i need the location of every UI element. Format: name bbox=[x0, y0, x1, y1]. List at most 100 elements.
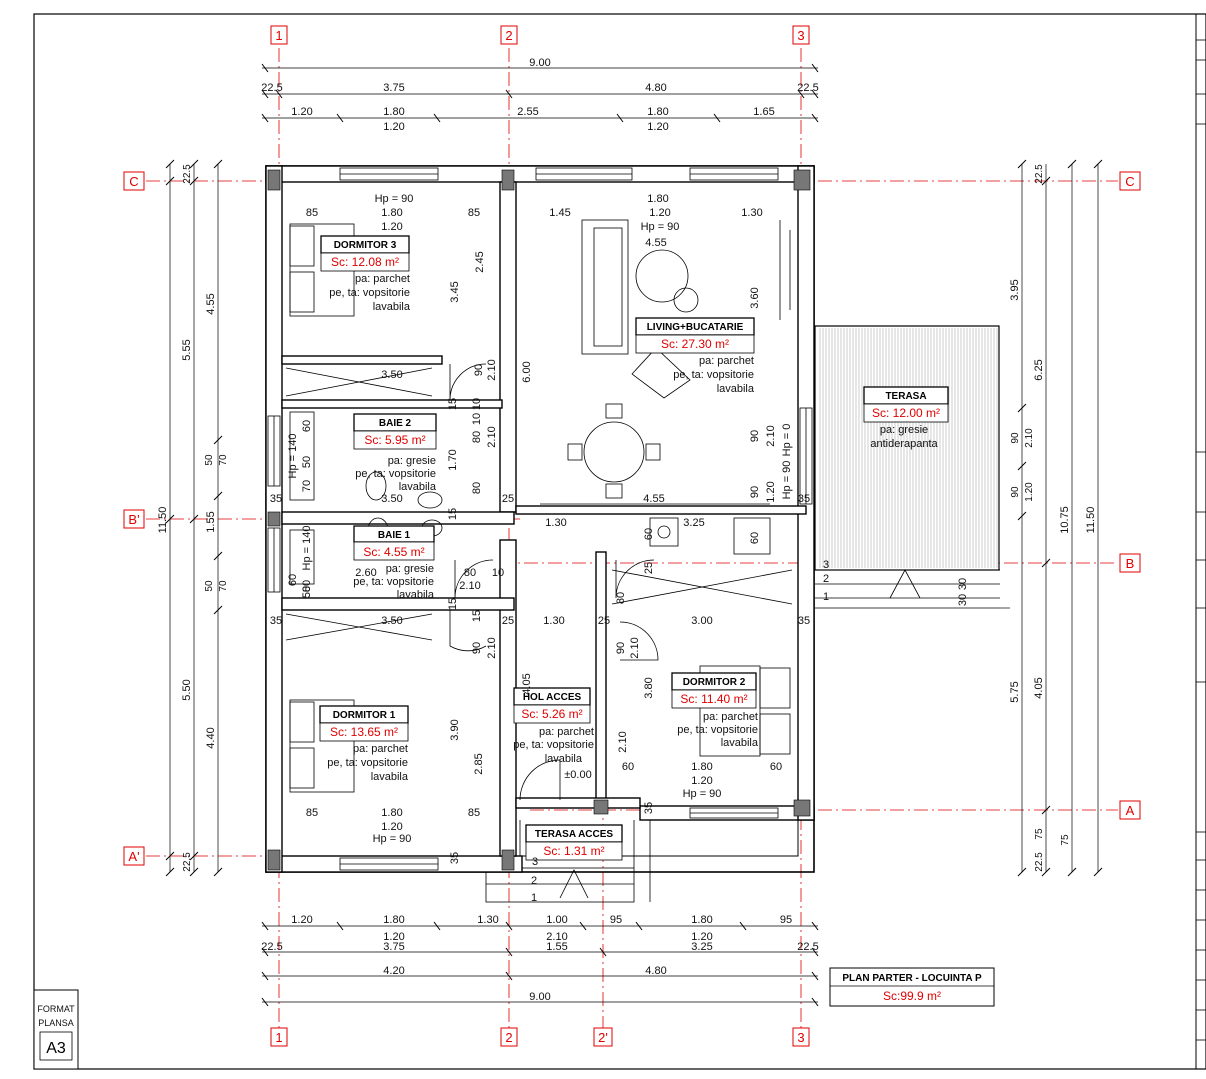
dim-text: 1.80 bbox=[383, 914, 404, 926]
dim-text: 1.20 bbox=[1024, 482, 1035, 502]
dim-text: 22.5 bbox=[797, 941, 818, 953]
room-baie-2: BAIE 2 Sc: 5.95 m² pa: gresie pe, ta: vo… bbox=[353, 413, 437, 493]
dim-text: 1.20 bbox=[383, 121, 404, 133]
dim-text: 1.80 bbox=[383, 106, 404, 118]
room-finish: pe, ta: vopsitorie bbox=[327, 757, 408, 769]
interior-dim-text: Hp = 140 bbox=[301, 526, 313, 571]
room-finish: lavabila bbox=[717, 383, 755, 395]
interior-dim-text: 3.50 bbox=[381, 369, 402, 381]
interior-dim-text: Hp = 90 bbox=[373, 833, 412, 845]
interior-dim-text: 1.30 bbox=[741, 207, 762, 219]
room-area: Sc: 13.65 m² bbox=[330, 725, 398, 739]
room-dormitor-2: DORMITOR 2 Sc: 11.40 m² pa: parchet pe, … bbox=[671, 672, 759, 749]
interior-dim-text: 1.30 bbox=[543, 615, 564, 627]
room-terasa-acces: TERASA ACCES Sc: 1.31 m² bbox=[525, 824, 623, 861]
interior-dim-text: 1.80 bbox=[381, 807, 402, 819]
interior-dim-text: 15 bbox=[447, 398, 459, 410]
room-name: DORMITOR 2 bbox=[683, 677, 746, 688]
room-area: Sc: 1.31 m² bbox=[543, 844, 604, 858]
room-finish: pe, ta: vopsitorie bbox=[673, 369, 754, 381]
room-finish: lavabila bbox=[721, 737, 759, 749]
dim-text: 11.50 bbox=[157, 507, 169, 534]
interior-dim-text: 10 bbox=[471, 413, 483, 425]
dim-text: 22.5 bbox=[1034, 852, 1045, 872]
axis-left-ap: A' bbox=[123, 846, 145, 866]
axis-labels: 1 2 3 1 2 2' 3 C B' A' C B A bbox=[123, 25, 1141, 1047]
dim-text: 22.5 bbox=[1034, 164, 1045, 184]
interior-dim-text: 4.55 bbox=[645, 237, 666, 249]
interior-dim-text: Hp = 90 bbox=[375, 193, 414, 205]
dim-text: 1.80 bbox=[647, 106, 668, 118]
interior-dim-text: 35 bbox=[449, 852, 461, 864]
room-finish: pe, ta: vopsitorie bbox=[355, 468, 436, 480]
interior-dim-text: 85 bbox=[306, 207, 318, 219]
room-finish: pa: parchet bbox=[699, 355, 754, 367]
interior-dim-text: Hp = 90 bbox=[683, 788, 722, 800]
room-name: LIVING+BUCATARIE bbox=[647, 322, 744, 333]
axis-label: 3 bbox=[797, 1030, 804, 1045]
interior-dim-text: 2.10 bbox=[629, 637, 641, 658]
axis-label: B' bbox=[128, 512, 139, 527]
room-area: Sc: 5.95 m² bbox=[364, 433, 425, 447]
interior-dim-text: 1.20 bbox=[381, 221, 402, 233]
room-area: Sc: 12.00 m² bbox=[872, 406, 940, 420]
interior-dim-text: Hp = 140 bbox=[287, 434, 299, 479]
interior-dim-text: 1.20 bbox=[649, 207, 670, 219]
room-living-bucatarie: LIVING+BUCATARIE Sc: 27.30 m² pa: parche… bbox=[635, 317, 755, 395]
dim-text: 22.5 bbox=[182, 852, 193, 872]
interior-dim-text: Hp = 90 bbox=[641, 221, 680, 233]
interior-dim-text: 2 bbox=[823, 573, 829, 585]
interior-dim-text: Hp = 0 bbox=[781, 424, 793, 457]
dim-text: 3.75 bbox=[383, 941, 404, 953]
interior-dim-text: 60 bbox=[301, 420, 313, 432]
plan-title: PLAN PARTER - LOCUINTA P bbox=[842, 973, 982, 984]
room-name: TERASA ACCES bbox=[535, 829, 613, 840]
dim-text: 1.55 bbox=[546, 941, 567, 953]
dim-text: 3.75 bbox=[383, 82, 404, 94]
interior-dim-text: 2.10 bbox=[486, 426, 498, 447]
axis-bottom-3: 3 bbox=[792, 1027, 810, 1047]
dim-bottom-total: 9.00 bbox=[529, 991, 550, 1003]
room-finish: pa: gresie bbox=[386, 563, 434, 575]
axis-label: 2 bbox=[505, 28, 512, 43]
interior-dim-text: 85 bbox=[306, 807, 318, 819]
interior-dim-text: 35 bbox=[643, 802, 655, 814]
room-dormitor-1: DORMITOR 1 Sc: 13.65 m² pa: parchet pe, … bbox=[319, 705, 409, 783]
interior-dim-text: 3.50 bbox=[381, 493, 402, 505]
interior-dim-text: 30 bbox=[957, 578, 969, 590]
dim-text: 11.50 bbox=[1085, 507, 1097, 534]
interior-dim-text: 1.45 bbox=[549, 207, 570, 219]
dim-text: 2.10 bbox=[546, 931, 567, 943]
windows bbox=[267, 167, 813, 871]
interior-dim-text: 80 bbox=[301, 580, 313, 592]
interior-dim-text: 4.55 bbox=[643, 493, 664, 505]
interior-dim-text: 6.00 bbox=[521, 361, 533, 382]
dim-text: 22.5 bbox=[261, 82, 282, 94]
room-finish: pa: parchet bbox=[703, 711, 758, 723]
room-finish: pe, ta: vopsitorie bbox=[513, 739, 594, 751]
interior-dim-text: 1 bbox=[823, 591, 829, 603]
axis-bottom-2: 2 bbox=[500, 1027, 518, 1047]
room-area: Sc: 11.40 m² bbox=[680, 692, 747, 706]
interior-dim-text: Hp = 90 bbox=[781, 461, 793, 500]
dim-text: 2.10 bbox=[1024, 428, 1035, 448]
axis-left-c: C bbox=[123, 171, 145, 191]
axis-label: 2 bbox=[505, 1030, 512, 1045]
room-baie-1: BAIE 1 Sc: 4.55 m² pa: gresie pe, ta: vo… bbox=[353, 525, 435, 601]
interior-dim-text: 4.05 bbox=[521, 673, 533, 694]
interior-dim-text: 2.10 bbox=[486, 359, 498, 380]
dim-text: 10.75 bbox=[1059, 506, 1071, 534]
room-finish: lavabila bbox=[545, 753, 583, 765]
dim-top-total: 9.00 bbox=[529, 57, 550, 69]
interior-dim-text: 80 bbox=[615, 592, 627, 604]
dimension-ticks bbox=[165, 63, 1103, 1007]
interior-dim-text: 25 bbox=[598, 615, 610, 627]
dim-text: 22.5 bbox=[182, 164, 193, 184]
dim-text: 3.95 bbox=[1009, 279, 1021, 300]
interior-dim-text: 2.10 bbox=[486, 637, 498, 658]
dim-text: 4.80 bbox=[645, 965, 666, 977]
interior-dim-text: 1.80 bbox=[691, 761, 712, 773]
interior-dim-text: 50 bbox=[301, 456, 313, 468]
interior-dim-text: 3.50 bbox=[381, 615, 402, 627]
dim-text: 1.20 bbox=[647, 121, 668, 133]
